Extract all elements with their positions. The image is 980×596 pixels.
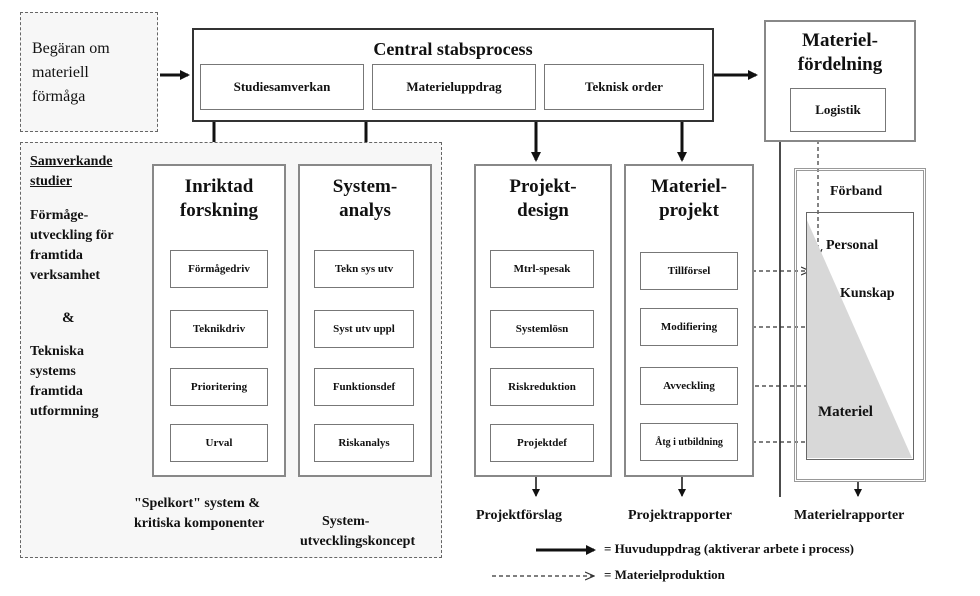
- research-item-teknikdriv: Teknikdriv: [170, 310, 268, 348]
- research-output-2: kritiska komponenter: [134, 516, 265, 531]
- analysis-item-riskanalys: Riskanalys: [314, 424, 414, 462]
- research-item-formagedriv: Förmågedriv: [170, 250, 268, 288]
- studies-heading-2: studier: [30, 174, 72, 189]
- project-title-2: projekt: [659, 200, 719, 221]
- research-item-prioritering: Prioritering: [170, 368, 268, 406]
- studies-ampersand: &: [62, 310, 75, 326]
- studies-item2-1: Tekniska: [30, 344, 84, 359]
- materiel-triangle: [806, 218, 912, 458]
- request-box: [20, 12, 158, 132]
- project-item-avveckling: Avveckling: [640, 367, 738, 405]
- project-item-utbildning: Åtg i utbildning: [640, 423, 738, 461]
- distribution-title-1: Materiel-: [802, 30, 878, 51]
- unit-box: [794, 168, 926, 482]
- unit-knowledge: Kunskap: [840, 286, 895, 301]
- project-item-modifiering: Modifiering: [640, 308, 738, 346]
- design-item-systemlosn: Systemlösn: [490, 310, 594, 348]
- design-title-1: Projekt-: [509, 176, 577, 197]
- analysis-item-syst-utv-uppl: Syst utv uppl: [314, 310, 414, 348]
- studies-item1-4: verksamhet: [30, 268, 100, 283]
- research-output-1: "Spelkort" system &: [134, 496, 260, 511]
- unit-materiel: Materiel: [818, 404, 873, 420]
- design-output: Projektförslag: [476, 508, 563, 523]
- distribution-title-2: fördelning: [797, 54, 883, 75]
- unit-output: Materielrapporter: [794, 508, 905, 523]
- studies-item1-2: utveckling för: [30, 228, 114, 243]
- central-item-materieluppdrag: Materieluppdrag: [372, 64, 536, 110]
- design-item-projektdef: Projektdef: [490, 424, 594, 462]
- studies-item2-2: systems: [30, 364, 76, 379]
- legend-solid-label: = Huvuduppdrag (aktiverar arbete i proce…: [604, 541, 854, 556]
- research-item-urval: Urval: [170, 424, 268, 462]
- research-title-2: forskning: [179, 200, 259, 221]
- legend-dashed-label: = Materielproduktion: [604, 567, 725, 582]
- analysis-item-funktionsdef: Funktionsdef: [314, 368, 414, 406]
- research-title-1: Inriktad: [184, 176, 254, 197]
- logistics-box: Logistik: [790, 88, 886, 132]
- unit-inner-box: [806, 212, 914, 460]
- design-item-riskreduktion: Riskreduktion: [490, 368, 594, 406]
- analysis-output-2: utvecklingskoncept: [300, 534, 416, 549]
- analysis-title-2: analys: [339, 200, 391, 221]
- studies-item2-4: utformning: [30, 404, 99, 419]
- central-process-title: Central stabsprocess: [373, 39, 533, 59]
- request-line-2: materiell: [32, 64, 89, 81]
- design-item-mtrl-spesak: Mtrl-spesak: [490, 250, 594, 288]
- analysis-title-1: System-: [332, 176, 398, 197]
- studies-heading-1: Samverkande: [30, 154, 113, 169]
- request-line-3: förmåga: [32, 88, 86, 105]
- request-line-1: Begäran om: [32, 40, 110, 57]
- design-title-2: design: [517, 200, 569, 221]
- project-title-1: Materiel-: [651, 176, 727, 197]
- project-output: Projektrapporter: [628, 508, 732, 523]
- project-item-tillforsel: Tillförsel: [640, 252, 738, 290]
- studies-item1-3: framtida: [30, 248, 83, 263]
- unit-title: Förband: [830, 184, 883, 199]
- central-item-teknisk-order: Teknisk order: [544, 64, 704, 110]
- analysis-output-1: System-: [322, 514, 370, 529]
- central-item-studiesamverkan: Studiesamverkan: [200, 64, 364, 110]
- unit-personal: Personal: [826, 238, 879, 253]
- studies-item1-1: Förmåge-: [30, 208, 89, 223]
- studies-item2-3: framtida: [30, 384, 83, 399]
- analysis-item-tekn-sys-utv: Tekn sys utv: [314, 250, 414, 288]
